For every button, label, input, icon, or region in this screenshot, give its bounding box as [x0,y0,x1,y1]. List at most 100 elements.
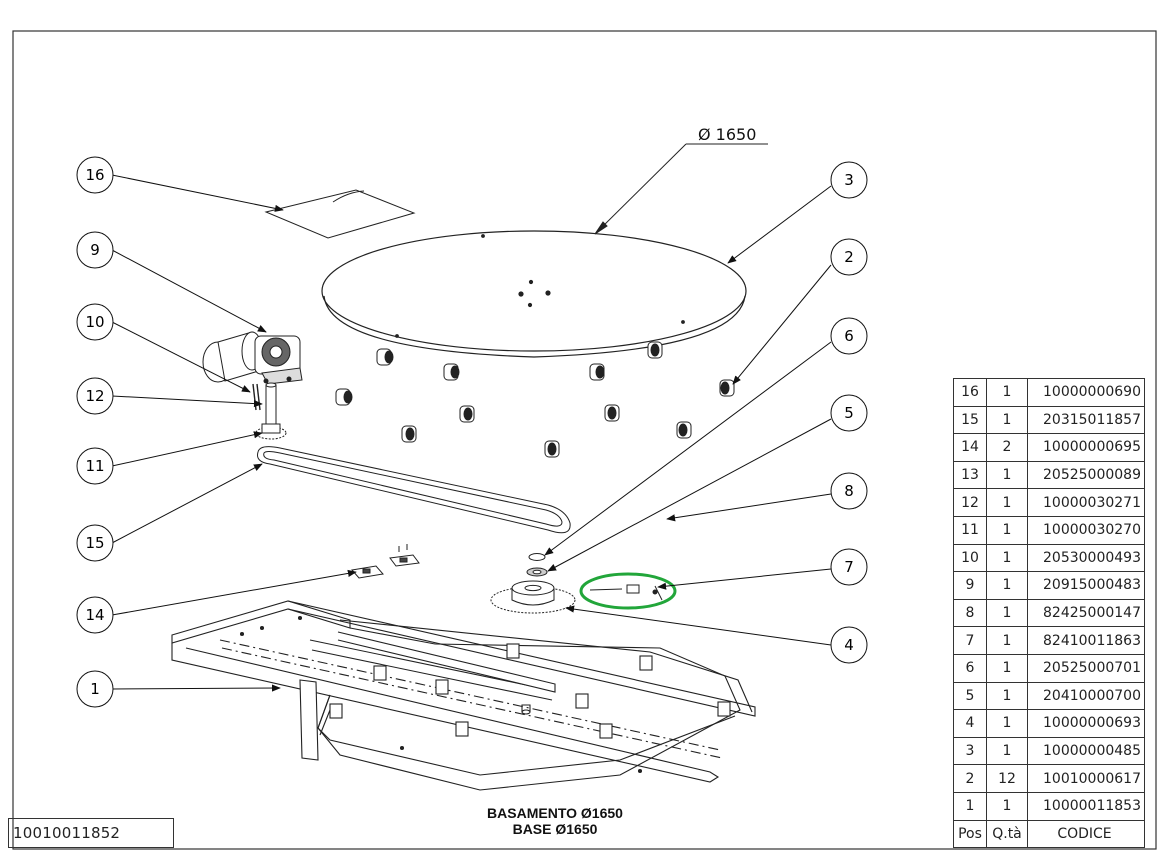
callout-1: 1 [76,670,114,708]
svg-text:14: 14 [85,606,104,624]
callout-bubbles: 16 9 10 12 11 15 14 1 3 2 6 5 8 7 4 [76,156,868,708]
callout-4: 4 [830,626,868,664]
drive-key [252,383,261,411]
row-code: 82410011863 [1027,626,1145,655]
roller [604,404,620,422]
row-pos: 14 [953,433,987,462]
row-code: 10000000695 [1027,433,1145,462]
callout-3: 3 [830,161,868,199]
roller [544,440,560,458]
brackets [351,544,420,579]
callout-5: 5 [830,394,868,432]
row-code: 20525000701 [1027,653,1145,683]
washer [526,553,548,577]
svg-text:11: 11 [85,457,104,475]
svg-text:12: 12 [85,387,104,405]
roller [459,405,475,423]
turntable-disc [321,230,747,358]
callout-14: 14 [76,596,114,634]
svg-text:7: 7 [844,558,854,576]
title-line-italian: BASAMENTO Ø1650 [487,805,623,821]
svg-text:3: 3 [844,171,854,189]
row-pos: 2 [953,764,987,793]
tensioner-bolt [589,584,663,601]
callout-10: 10 [76,303,114,341]
roller [401,425,417,443]
row-pos: 5 [953,681,987,711]
gear-motor [202,331,303,385]
drawing-code-box: 10010011852 [8,818,174,848]
row-code: 20315011857 [1027,405,1145,435]
drive-shaft [265,382,277,426]
svg-text:1: 1 [90,680,100,698]
diameter-dimension [594,143,768,235]
drive-sprocket [255,423,287,440]
row-code: 20915000483 [1027,571,1145,600]
callout-2: 2 [830,238,868,276]
row-pos: 10 [953,543,987,573]
row-code: 20530000493 [1027,543,1145,573]
highlight-circle [579,572,677,610]
row-qty: 12 [986,764,1028,793]
roller [589,363,605,381]
row-qty: 1 [986,626,1028,655]
rollers [335,341,735,458]
row-code: 10000000690 [1027,378,1145,407]
roller [676,421,692,439]
row-qty: 2 [986,433,1028,462]
diameter-label: Ø 1650 [698,125,756,144]
svg-text:4: 4 [844,636,854,654]
row-pos: 3 [953,736,987,766]
row-qty: 1 [986,460,1028,490]
row-qty: 1 [986,791,1028,821]
row-pos: 13 [953,460,987,490]
row-pos: 1 [953,791,987,821]
callout-leaders [111,174,832,692]
row-code: 20410000700 [1027,681,1145,711]
row-code: 10000011853 [1027,791,1145,821]
row-code: 10010000617 [1027,764,1145,793]
svg-text:2: 2 [844,248,854,266]
callout-16: 16 [76,156,114,194]
row-pos: 16 [953,378,987,407]
row-code: 10000030271 [1027,488,1145,517]
callout-8: 8 [830,472,868,510]
row-pos: 8 [953,598,987,628]
svg-text:8: 8 [844,482,854,500]
row-pos: 4 [953,709,987,738]
row-qty: 1 [986,709,1028,738]
row-qty: 1 [986,571,1028,600]
driven-sprocket [490,580,576,614]
row-qty: 1 [986,681,1028,711]
row-qty: 1 [986,543,1028,573]
callout-9: 9 [76,231,114,269]
roller [719,379,735,397]
row-code: 82425000147 [1027,598,1145,628]
row-pos: 6 [953,653,987,683]
callout-15: 15 [76,524,114,562]
svg-text:9: 9 [90,241,100,259]
row-pos: 12 [953,488,987,517]
row-qty: 1 [986,488,1028,517]
bom-header-row: Pos Q.tà CODICE [953,819,1145,849]
row-qty: 1 [986,653,1028,683]
row-qty: 1 [986,736,1028,766]
row-qty: 1 [986,598,1028,628]
roller [376,348,394,366]
roller [443,363,460,381]
svg-text:6: 6 [844,327,854,345]
header-pos: Pos [953,819,987,849]
row-code: 10000000485 [1027,736,1145,766]
header-qty: Q.tà [986,819,1028,849]
